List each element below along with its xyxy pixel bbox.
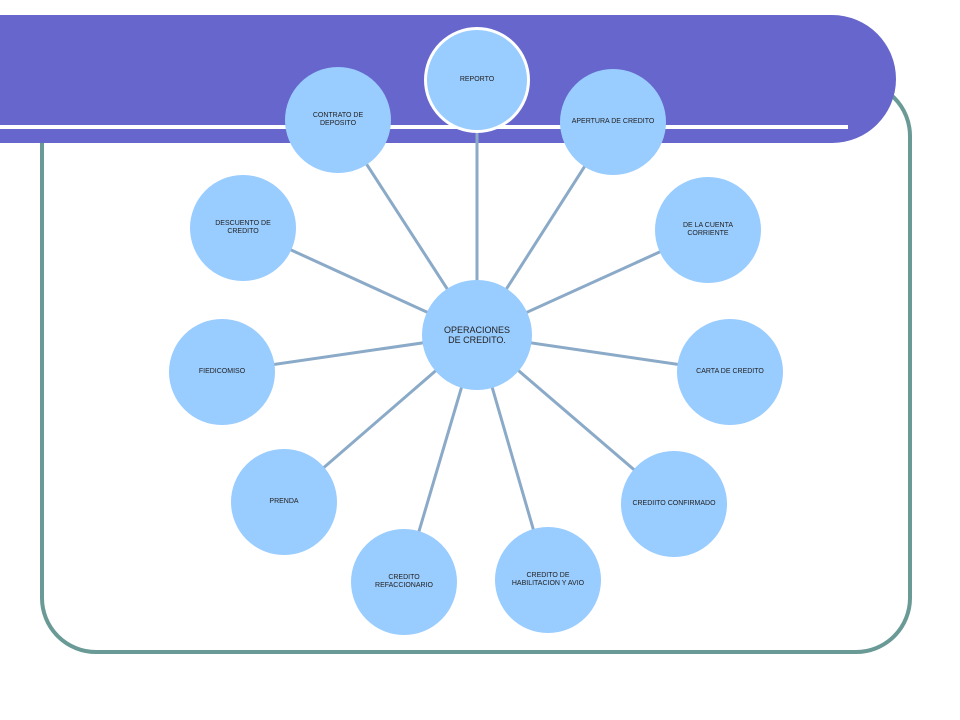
node-label: CREDITO DE HABILITACION Y AVIO (511, 572, 585, 587)
node-credito-refaccionario: CREDITO REFACCIONARIO (351, 529, 457, 635)
node-credito-confirmado: CREDIITO CONFIRMADO (621, 451, 727, 557)
center-node-label: OPERACIONES DE CREDITO. (443, 325, 510, 345)
node-label: DESCUENTO DE CREDITO (215, 220, 271, 235)
node-label: CARTA DE CREDITO (696, 368, 764, 375)
node-apertura-de-credito: APERTURA DE CREDITO (560, 69, 666, 175)
header-rule (0, 125, 848, 129)
node-contrato-de-deposito: CONTRATO DE DEPOSITO (285, 67, 391, 173)
node-reporto: REPORTO (424, 27, 530, 133)
node-label: FIEDICOMISO (198, 368, 246, 375)
node-label: CREDIITO CONFIRMADO (632, 500, 716, 507)
node-label: CONTRATO DE DEPOSITO (312, 112, 364, 127)
node-de-la-cuenta-corriente: DE LA CUENTA CORRIENTE (655, 177, 761, 283)
node-label: PRENDA (269, 498, 299, 505)
node-descuento-de-credito: DESCUENTO DE CREDITO (190, 175, 296, 281)
node-credito-de-habilitacion-y-avio: CREDITO DE HABILITACION Y AVIO (495, 527, 601, 633)
node-carta-de-credito: CARTA DE CREDITO (677, 319, 783, 425)
node-label: APERTURA DE CREDITO (571, 118, 655, 125)
node-label: CREDITO REFACCIONARIO (375, 574, 433, 589)
node-prenda: PRENDA (231, 449, 337, 555)
node-label: DE LA CUENTA CORRIENTE (682, 222, 734, 237)
center-node: OPERACIONES DE CREDITO. (422, 280, 532, 390)
node-fiedicomiso: FIEDICOMISO (169, 319, 275, 425)
node-label: REPORTO (459, 76, 495, 83)
